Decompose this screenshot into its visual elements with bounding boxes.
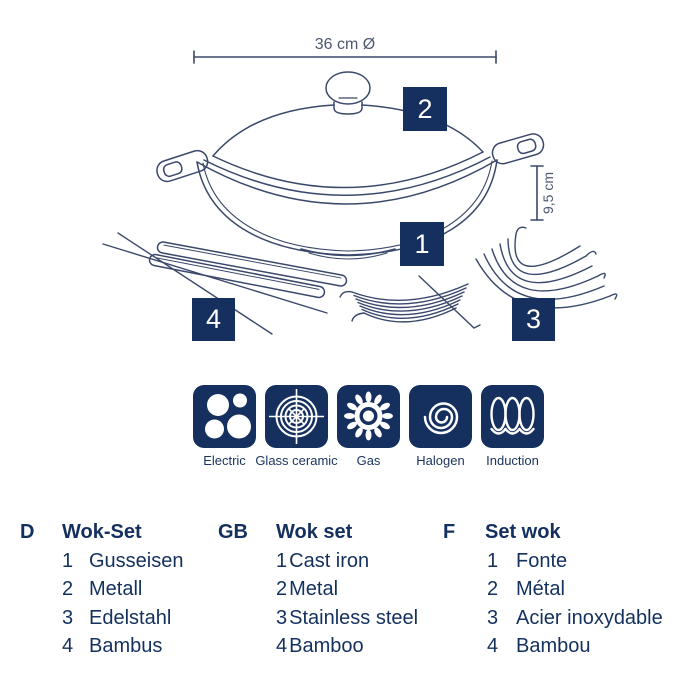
item-text: Edelstahl <box>89 606 172 629</box>
legend-title: Set wok <box>485 521 561 543</box>
callout-number: 3 <box>525 304 542 334</box>
legend-title: Wok set <box>276 521 353 543</box>
callout-rack: 3 <box>512 298 555 341</box>
induction-hob-icon <box>481 385 544 448</box>
callout-chopsticks: 4 <box>192 298 235 341</box>
callout-number: 4 <box>205 304 222 334</box>
item-text: Metal <box>289 578 339 600</box>
item-number: 1 <box>276 549 288 572</box>
wok-handle-left <box>156 149 209 183</box>
item-number: 4 <box>487 635 499 657</box>
height-dimension: 9,5 cm <box>530 165 556 221</box>
gas-hob-icon <box>337 385 400 448</box>
hob-label: Halogen <box>416 453 465 468</box>
item-text: Metall <box>89 578 143 600</box>
legend-item: 4 Bambou <box>487 632 663 661</box>
legend-item: 1 Gusseisen <box>62 547 184 576</box>
hob-label: Glass ceramic <box>255 453 338 468</box>
legend-item: 2 Metall <box>62 575 184 604</box>
wok-handle-right <box>491 133 545 165</box>
chopsticks <box>102 232 348 335</box>
item-number: 1 <box>487 549 499 572</box>
item-text: Stainless steel <box>289 606 419 629</box>
item-text: Cast iron <box>289 549 370 572</box>
legend-item: 4 Bambus <box>62 632 184 661</box>
item-number: 4 <box>62 635 74 657</box>
item-number: 3 <box>276 606 288 629</box>
item-text: Bambus <box>89 635 163 657</box>
width-dimension: 36 cm Ø <box>193 36 497 64</box>
legend-column-fr: F Set wok 1 Fonte 2 Métal 3 Acier inoxydabl… <box>443 518 663 661</box>
electric-hob-icon <box>193 385 256 448</box>
legend-lang: D <box>20 521 35 543</box>
item-number: 2 <box>276 578 288 600</box>
trivet-rack <box>339 226 618 329</box>
width-dimension-label: 36 cm Ø <box>315 36 375 53</box>
item-number: 2 <box>62 578 74 600</box>
hob-glass-ceramic: Glass ceramic <box>255 385 338 468</box>
legend-lang: GB <box>218 521 248 543</box>
callout-number: 1 <box>414 228 430 259</box>
hob-label: Electric <box>203 453 246 468</box>
wok-diagram: 36 cm Ø 9,5 cm <box>102 36 618 335</box>
item-number: 3 <box>487 606 499 629</box>
item-text: Acier inoxydable <box>516 606 663 629</box>
hob-induction: Induction <box>481 385 544 468</box>
item-text: Fonte <box>516 549 568 572</box>
hob-halogen: Halogen <box>409 385 472 468</box>
legend-item: 3 Edelstahl <box>62 604 184 633</box>
halogen-hob-icon <box>409 385 472 448</box>
legend-title: Wok-Set <box>62 521 142 543</box>
item-text: Gusseisen <box>89 549 184 572</box>
callout-wok: 1 <box>400 222 444 266</box>
glass-ceramic-hob-icon <box>265 385 328 448</box>
wok-body <box>196 156 498 260</box>
hob-electric: Electric <box>193 385 256 468</box>
item-number: 3 <box>62 606 74 629</box>
callout-lid: 2 <box>403 87 447 131</box>
hob-gas: Gas <box>337 385 400 468</box>
item-text: Métal <box>516 578 565 600</box>
height-dimension-label: 9,5 cm <box>540 172 556 214</box>
legend-item: 3 Acier inoxydable <box>487 604 663 633</box>
legend-item: 1 Fonte <box>487 547 663 576</box>
lid-knob <box>325 71 371 115</box>
legend-item: 2 Métal <box>487 575 663 604</box>
callout-number: 2 <box>417 93 433 124</box>
hob-label: Gas <box>356 453 381 468</box>
item-text: Bambou <box>516 635 591 657</box>
item-number: 4 <box>276 635 288 657</box>
item-text: Bamboo <box>289 635 364 657</box>
hob-label: Induction <box>486 453 539 468</box>
legend-lang: F <box>443 521 456 543</box>
item-number: 1 <box>62 549 74 572</box>
item-number: 2 <box>487 578 499 600</box>
